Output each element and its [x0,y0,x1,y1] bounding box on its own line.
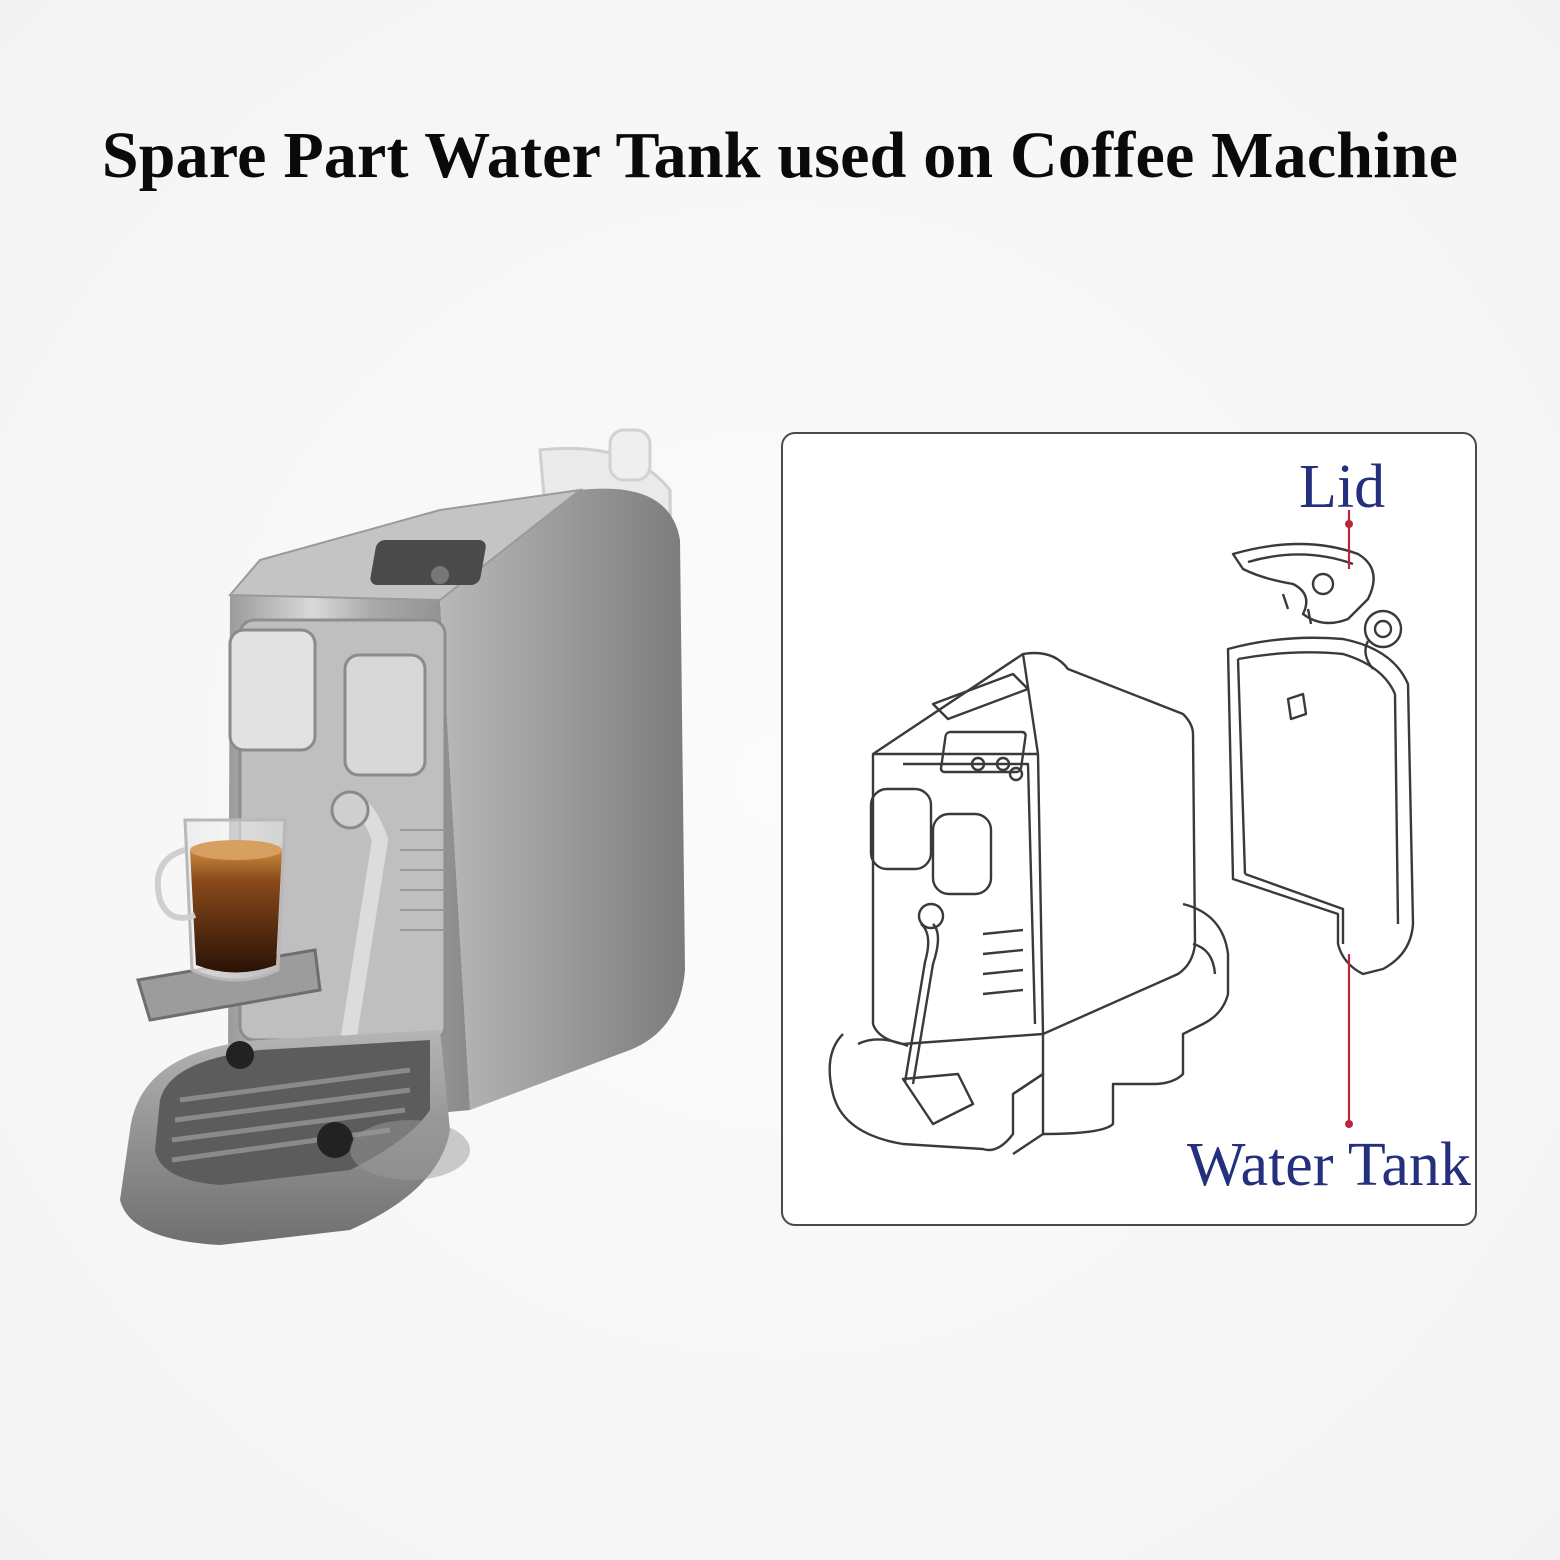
water-tank-label: Water Tank [1187,1131,1471,1199]
page-title: Spare Part Water Tank used on Coffee Mac… [101,119,1459,192]
coffee-machine-photo [120,428,685,1245]
lid-label: Lid [1299,453,1386,521]
parts-diagram: Lid Water Tank [781,432,1477,1226]
machine-line-drawing [828,510,1415,1155]
